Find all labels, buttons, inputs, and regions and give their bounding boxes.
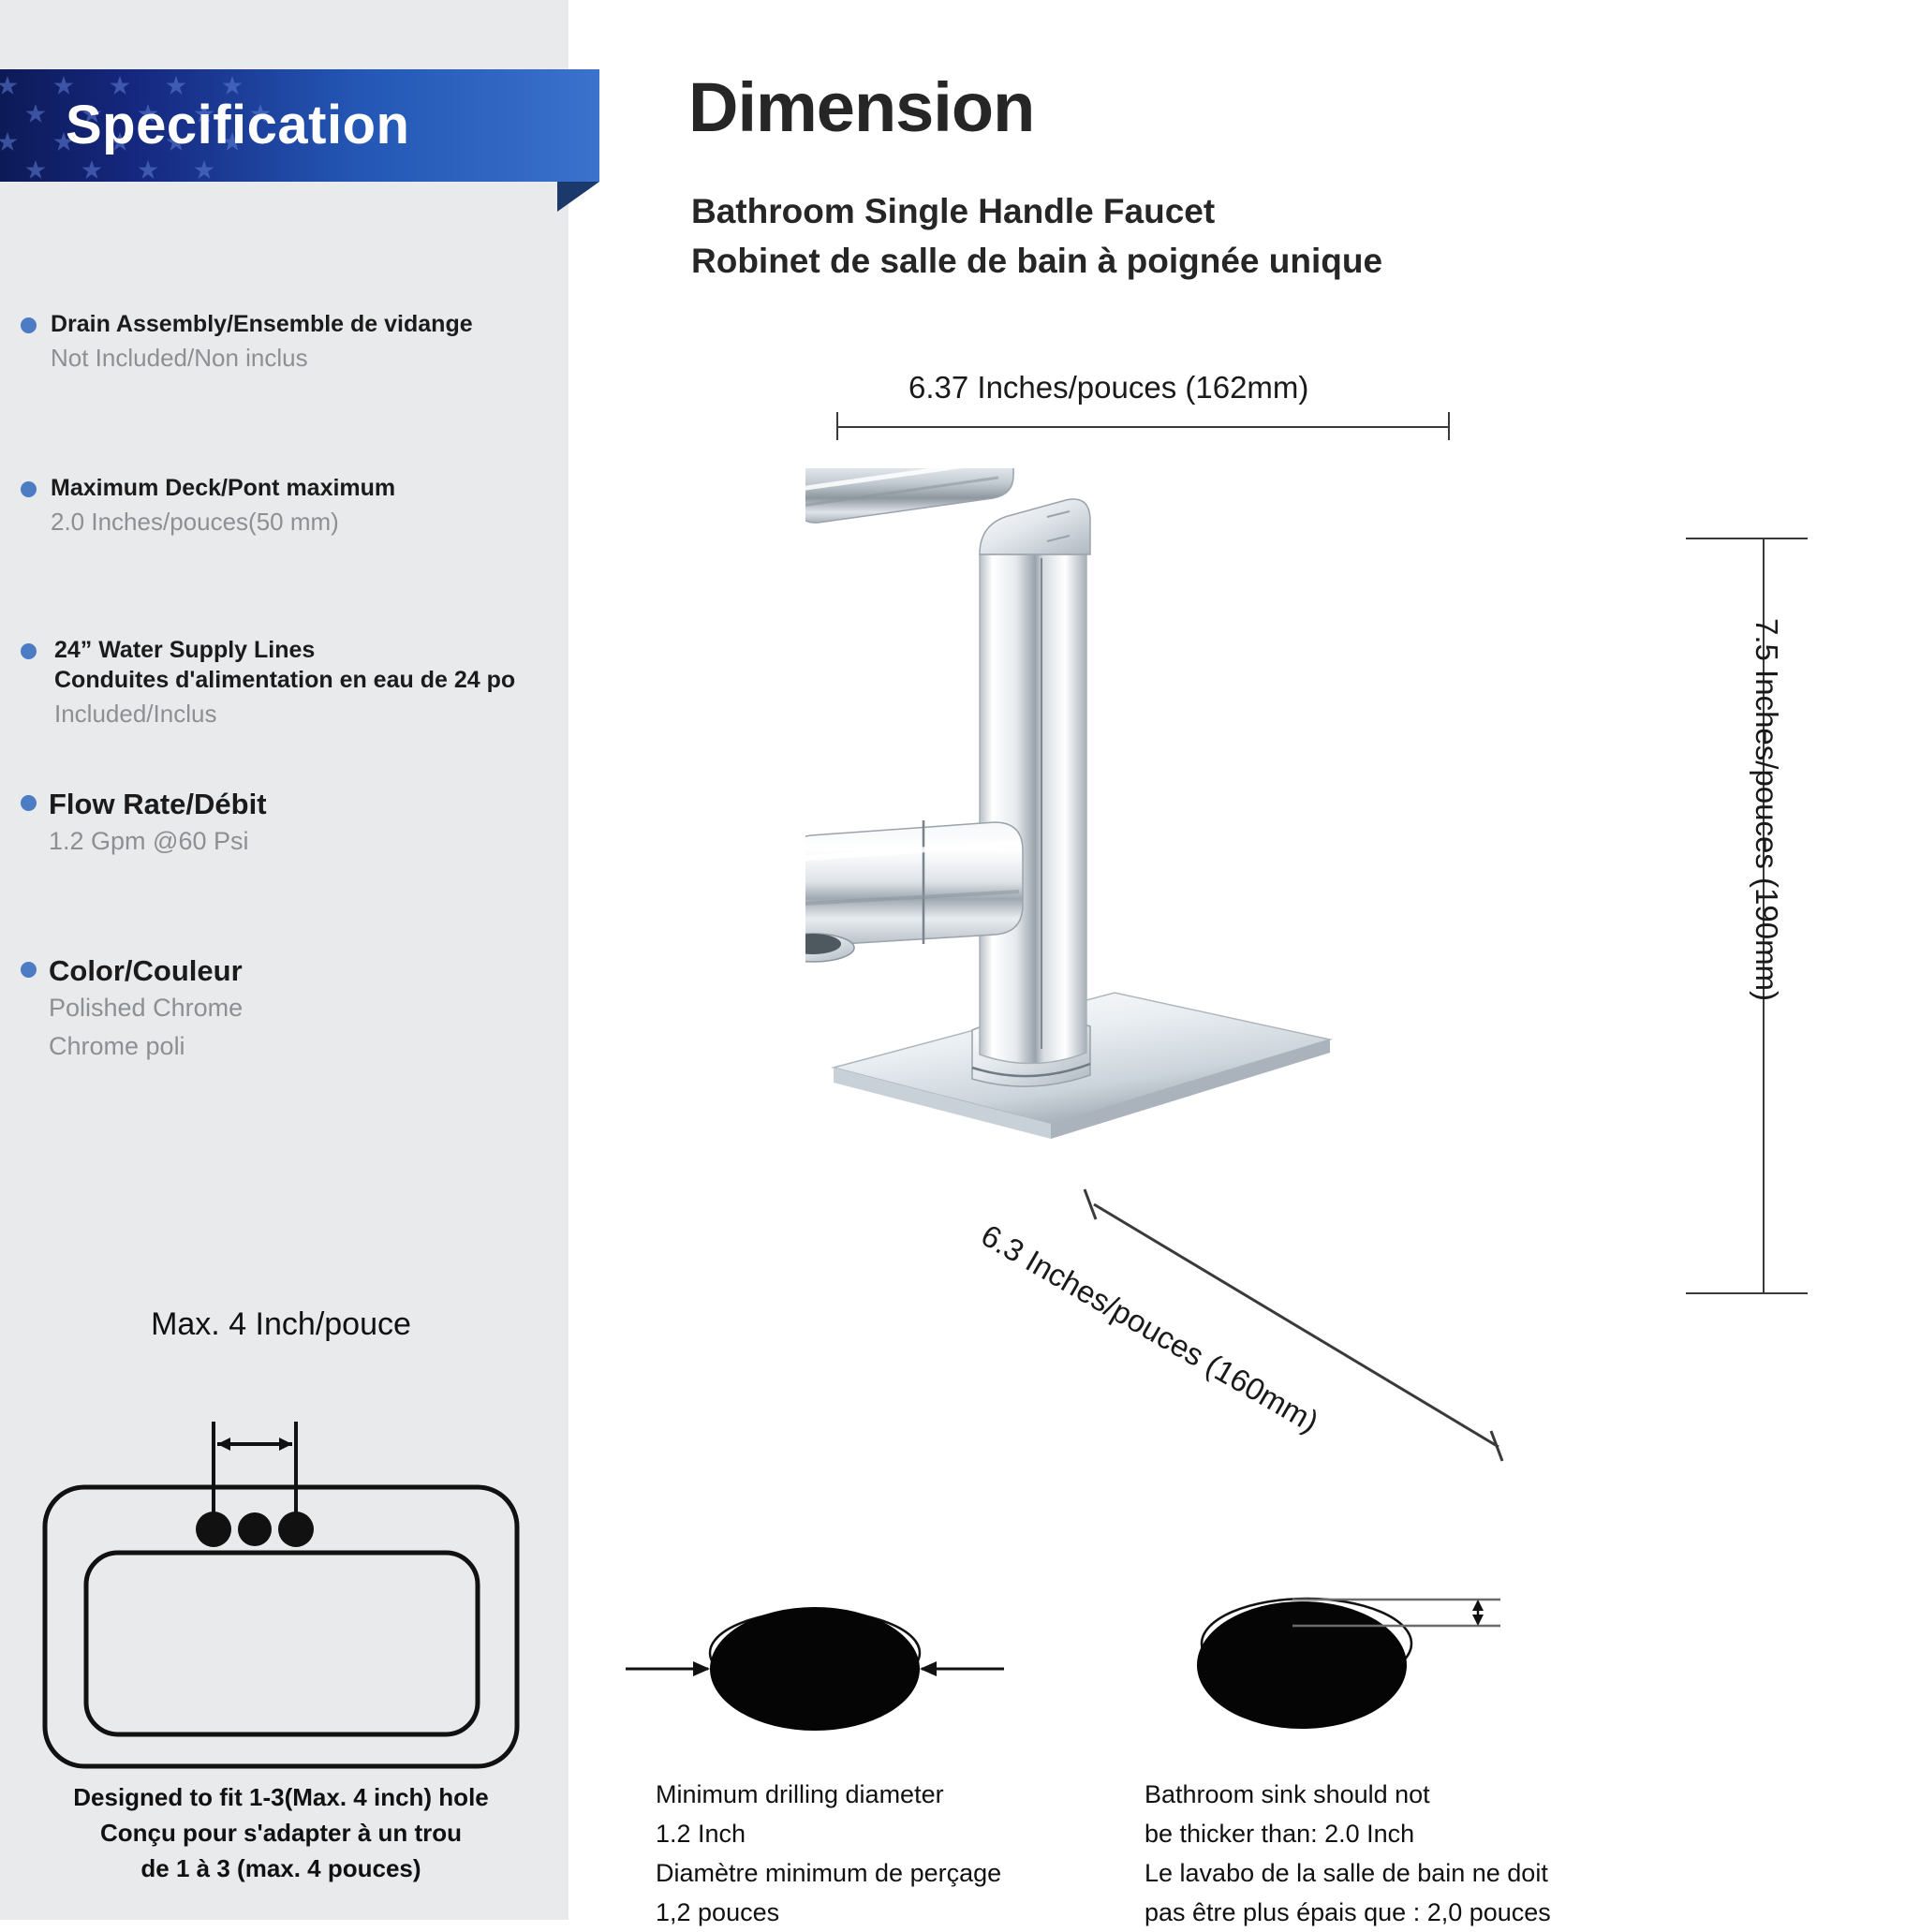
sink-caption-line-1: Designed to fit 1-3(Max. 4 inch) hole	[73, 1783, 489, 1811]
width-dimension-label: 6.37 Inches/pouces (162mm)	[908, 370, 1309, 405]
specification-banner: Specification	[0, 69, 599, 182]
spec-value-secondary: Chrome poli	[49, 1032, 185, 1060]
lever-handle	[805, 468, 1014, 524]
specification-panel	[0, 0, 569, 1920]
drill-note-line-3: Diamètre minimum de perçage	[656, 1859, 1002, 1887]
spec-heading: Maximum Deck/Pont maximum	[51, 475, 396, 501]
spec-value: 1.2 Gpm @60 Psi	[49, 827, 249, 855]
width-dimension-line	[836, 426, 1450, 428]
sink-hole-diagram	[42, 1422, 520, 1769]
spec-item-maximum-deck: Maximum Deck/Pont maximum 2.0 Inches/pou…	[21, 473, 564, 540]
bullet-icon	[21, 481, 37, 497]
sink-caption-line-3: de 1 à 3 (max. 4 pouces)	[140, 1854, 421, 1882]
width-dimension-tick-left	[836, 412, 838, 440]
page-title: Dimension	[688, 68, 1035, 146]
faucet-body	[979, 553, 1087, 1065]
height-dimension-line	[1763, 538, 1765, 1294]
pull-out-spout	[805, 820, 1024, 963]
subtitle-english: Bathroom Single Handle Faucet	[691, 192, 1216, 230]
bullet-icon	[21, 643, 37, 659]
sink-diagram-caption: Designed to fit 1-3(Max. 4 inch) hole Co…	[19, 1779, 543, 1886]
spec-heading: 24” Water Supply Lines	[54, 637, 316, 663]
sink-caption-line-2: Conçu pour s'adapter à un trou	[99, 1819, 463, 1847]
bullet-icon	[21, 795, 37, 811]
thickness-note-line-2: be thicker than: 2.0 Inch	[1145, 1820, 1415, 1848]
specification-banner-title: Specification	[66, 95, 410, 155]
thickness-note-line-4: pas être plus épais que : 2,0 pouces	[1145, 1898, 1551, 1926]
bullet-icon	[21, 317, 37, 333]
handle-cap	[979, 498, 1091, 555]
spec-heading-secondary: Conduites d'alimentation en eau de 24 po	[54, 667, 516, 693]
spec-value: Not Included/Non inclus	[51, 344, 308, 372]
bullet-icon	[21, 962, 37, 978]
spec-value: 2.0 Inches/pouces(50 mm)	[51, 508, 339, 536]
spec-heading: Drain Assembly/Ensemble de vidange	[51, 311, 473, 337]
subtitle-french: Robinet de salle de bain à poignée uniqu…	[691, 242, 1383, 280]
spec-item-water-supply-lines: 24” Water Supply Lines Conduites d'alime…	[21, 635, 564, 732]
spec-value: Polished Chrome	[49, 994, 244, 1022]
drill-note-line-1: Minimum drilling diameter	[656, 1780, 944, 1808]
faucet-product-image	[805, 468, 1333, 1139]
spec-value: Included/Inclus	[54, 700, 217, 728]
spec-item-flow-rate: Flow Rate/Débit 1.2 Gpm @60 Psi	[21, 787, 564, 861]
height-dimension-tick-bottom	[1686, 1292, 1808, 1294]
thickness-note-line-3: Le lavabo de la salle de bain ne doit	[1145, 1859, 1548, 1887]
drill-note: Minimum drilling diameter 1.2 Inch Diamè…	[656, 1775, 1001, 1932]
max-hole-spacing-label: Max. 4 Inch/pouce	[151, 1306, 411, 1342]
sink-thickness-diagram	[1197, 1597, 1500, 1729]
drill-note-line-2: 1.2 Inch	[656, 1820, 746, 1848]
height-dimension-label: 7.5 Inches/pouces (190mm)	[1750, 618, 1784, 1002]
thickness-note-line-1: Bathroom sink should not	[1145, 1780, 1430, 1808]
spec-heading: Color/Couleur	[49, 954, 243, 987]
spec-item-drain-assembly: Drain Assembly/Ensemble de vidange Not I…	[21, 309, 564, 376]
width-dimension-tick-right	[1448, 412, 1450, 440]
spec-item-color: Color/Couleur Polished Chrome Chrome pol…	[21, 953, 564, 1066]
minimum-drilling-diameter-diagram	[626, 1607, 1004, 1731]
banner-fold-decoration	[557, 182, 599, 212]
height-dimension-tick-top	[1686, 538, 1808, 539]
depth-dimension-group	[1083, 1188, 1504, 1462]
spec-heading: Flow Rate/Débit	[49, 788, 267, 820]
thickness-note: Bathroom sink should not be thicker than…	[1145, 1775, 1551, 1932]
drill-note-line-4: 1,2 pouces	[656, 1898, 780, 1926]
